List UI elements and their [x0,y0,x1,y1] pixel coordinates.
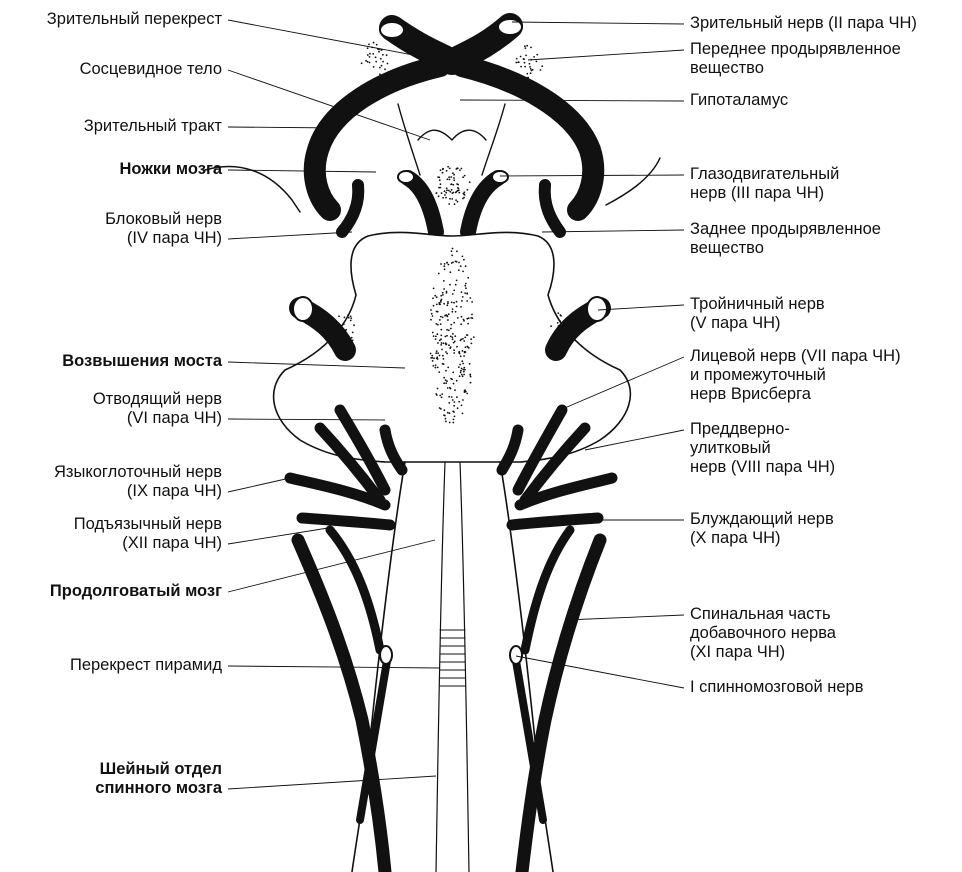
leader-first-spinal-nerve [516,656,684,688]
label-abducens-nerve-line: Отводящий нерв [93,390,222,409]
label-hypothalamus-line: Гипоталамус [690,91,788,110]
label-optic-chiasm-line: Зрительный перекрест [47,10,222,29]
leader-cervical-spinal-cord [228,776,436,789]
leader-pyramidal-decussation [228,666,440,668]
label-accessory-nerve-line: (XI пара ЧН) [690,643,836,662]
label-pons-eminences-line: Возвышения моста [62,352,222,371]
label-hypothalamus: Гипоталамус [690,91,788,110]
label-vestibulocochlear-nerve-line: улитковый [690,439,835,458]
label-trigeminal-nerve-line: Тройничный нерв [690,295,825,314]
label-cerebral-peduncles-line: Ножки мозга [119,160,222,179]
label-trochlear-nerve-line: Блоковый нерв [105,210,222,229]
label-posterior-perforated-substance-line: Заднее продырявленное [690,220,881,239]
label-mammillary-body-line: Сосцевидное тело [80,60,222,79]
label-vagus-nerve: Блуждающий нерв(X пара ЧН) [690,510,834,548]
label-vagus-nerve-line: (X пара ЧН) [690,529,834,548]
label-glossopharyngeal-nerve-line: (IX пара ЧН) [54,482,222,501]
label-optic-tract-line: Зрительный тракт [84,117,222,136]
label-pyramidal-decussation-line: Перекрест пирамид [70,656,222,675]
label-accessory-nerve-line: Спинальная часть [690,605,836,624]
label-trochlear-nerve: Блоковый нерв(IV пара ЧН) [105,210,222,248]
leader-accessory-nerve [565,615,684,620]
label-optic-nerve-line: Зрительный нерв (II пара ЧН) [690,14,917,33]
label-anterior-perforated-substance-line: Переднее продырявленное [690,40,901,59]
pons-outline [274,232,631,462]
leader-oculomotor-nerve [500,175,684,176]
label-vestibulocochlear-nerve-line: Преддверно- [690,420,835,439]
leader-medulla-oblongata [228,540,435,592]
leader-anterior-perforated-substance [528,50,684,60]
leader-glossopharyngeal-nerve [228,478,290,492]
label-hypoglossal-nerve-line: (XII пара ЧН) [74,534,222,553]
label-abducens-nerve-line: (VI пара ЧН) [93,409,222,428]
label-pons-eminences: Возвышения моста [62,352,222,371]
label-glossopharyngeal-nerve: Языкоглоточный нерв(IX пара ЧН) [54,463,222,501]
leader-hypothalamus [460,100,684,101]
leader-optic-nerve [512,22,684,24]
label-posterior-perforated-substance-line: вещество [690,239,881,258]
label-optic-tract: Зрительный тракт [84,117,222,136]
label-hypoglossal-nerve: Подъязычный нерв(XII пара ЧН) [74,515,222,553]
label-trochlear-nerve-line: (IV пара ЧН) [105,229,222,248]
label-trigeminal-nerve: Тройничный нерв(V пара ЧН) [690,295,825,333]
label-vestibulocochlear-nerve-line: нерв (VIII пара ЧН) [690,458,835,477]
label-vagus-nerve-line: Блуждающий нерв [690,510,834,529]
label-first-spinal-nerve-line: I спинномозговой нерв [690,678,864,697]
label-cervical-spinal-cord-line: спинного мозга [95,779,222,798]
leader-hypoglossal-nerve [228,528,328,544]
label-cerebral-peduncles: Ножки мозга [119,160,222,179]
label-cervical-spinal-cord-line: Шейный отдел [95,760,222,779]
label-oculomotor-nerve-line: Глазодвигательный [690,165,839,184]
label-optic-nerve: Зрительный нерв (II пара ЧН) [690,14,917,33]
label-oculomotor-nerve-line: нерв (III пара ЧН) [690,184,839,203]
label-hypoglossal-nerve-line: Подъязычный нерв [74,515,222,534]
label-facial-nerve-line: нерв Врисберга [690,385,901,404]
label-mammillary-body: Сосцевидное тело [80,60,222,79]
label-pyramidal-decussation: Перекрест пирамид [70,656,222,675]
leader-cerebral-peduncles [228,170,376,172]
label-facial-nerve-line: и промежуточный [690,366,901,385]
leader-trochlear-nerve [228,232,352,239]
optic-chiasm-shape [392,26,510,62]
label-accessory-nerve-line: добавочного нерва [690,624,836,643]
label-trigeminal-nerve-line: (V пара ЧН) [690,314,825,333]
label-optic-chiasm: Зрительный перекрест [47,10,222,29]
label-medulla-oblongata: Продолговатый мозг [50,582,222,601]
label-anterior-perforated-substance-line: вещество [690,59,901,78]
label-glossopharyngeal-nerve-line: Языкоглоточный нерв [54,463,222,482]
label-abducens-nerve: Отводящий нерв(VI пара ЧН) [93,390,222,428]
label-medulla-oblongata-line: Продолговатый мозг [50,582,222,601]
label-facial-nerve-line: Лицевой нерв (VII пара ЧН) [690,347,901,366]
label-facial-nerve: Лицевой нерв (VII пара ЧН)и промежуточны… [690,347,901,404]
label-first-spinal-nerve: I спинномозговой нерв [690,678,864,697]
